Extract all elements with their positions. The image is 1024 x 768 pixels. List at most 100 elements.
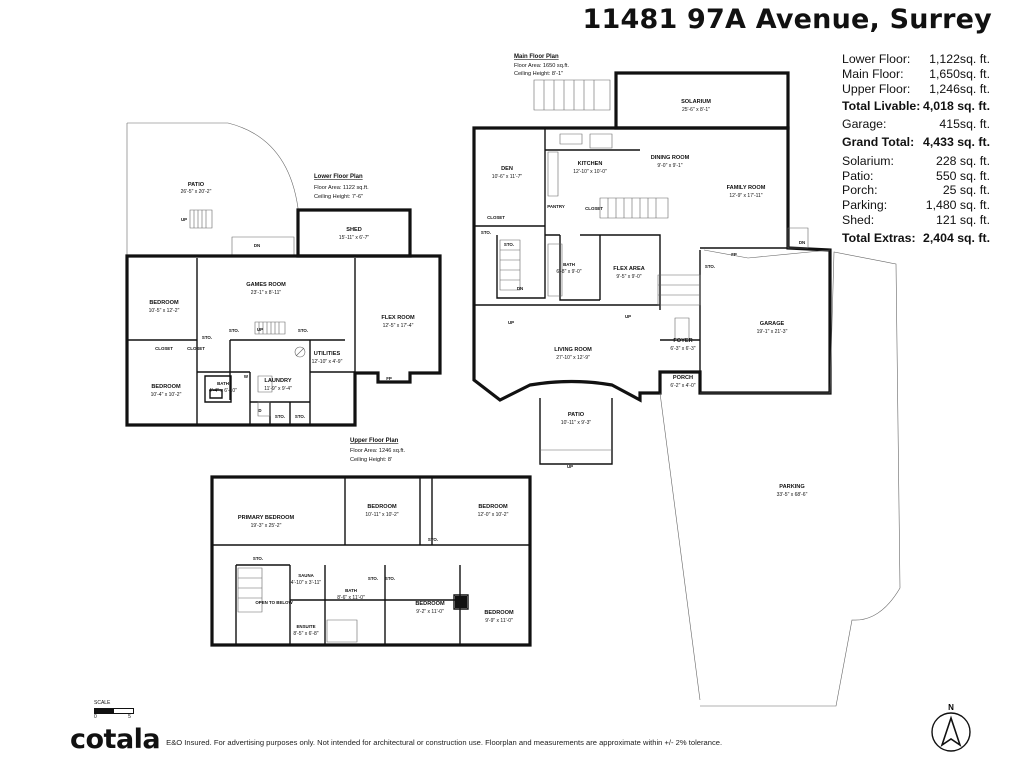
main-plan-area: Floor Area: 1650 sq.ft. <box>514 63 569 69</box>
area-label: Main Floor: <box>842 66 904 81</box>
room-name-bath-lower: BATH <box>217 381 229 386</box>
room-name-kitchen: KITCHEN <box>578 161 603 167</box>
label-dryer: D <box>258 408 261 413</box>
label-sto: STO. <box>202 335 212 340</box>
room-name-flex-lower: FLEX ROOM <box>381 315 415 321</box>
lower-floor-outline <box>125 254 442 427</box>
lower-interior-walls <box>127 258 378 425</box>
area-label: Total Livable: <box>842 99 921 114</box>
disclaimer-text: E&O Insured. For advertising purposes on… <box>166 738 723 747</box>
area-label: Total Extras: <box>842 230 916 245</box>
label-sto: STO. <box>481 230 491 235</box>
compass-icon: N <box>931 703 971 752</box>
room-name-dining: DINING ROOM <box>651 155 690 161</box>
foyer-mat <box>674 317 690 341</box>
area-value: 121 sq. ft. <box>935 212 990 227</box>
room-name-ensuite: ENSUITE <box>296 624 315 629</box>
room-name-porch: PORCH <box>673 375 693 381</box>
room-name-garage: GARAGE <box>760 321 785 327</box>
scale-start: 0 <box>94 714 97 720</box>
label-closet: CLOSET <box>187 346 205 351</box>
label-open-below: OPEN TO BELOW <box>255 600 293 605</box>
room-dim-foyer: 6'-3" x 6'-3" <box>670 346 695 352</box>
label-fp: FP <box>731 252 737 257</box>
area-value: 25 sq. ft. <box>942 183 990 198</box>
room-dim-bed-lower1: 10'-5" x 12'-2" <box>149 308 180 314</box>
label-up: UP <box>508 320 514 325</box>
room-dim-bed-up1: 10'-11" x 10'-2" <box>365 512 398 518</box>
area-value: 4,018 sq. ft. <box>923 99 990 114</box>
label-up: UP <box>257 327 263 332</box>
area-value: 4,433 sq. ft. <box>923 134 990 149</box>
area-label: Garage: <box>842 117 887 132</box>
room-dim-patio-main: 10'-11" x 9'-3" <box>561 420 592 426</box>
lower-bath-fixtures <box>204 375 232 403</box>
label-up: UP <box>181 217 187 222</box>
area-row-porch: Porch: 25 sq. ft. <box>842 183 990 198</box>
room-name-shed: SHED <box>346 227 362 233</box>
main-bath-tub <box>547 243 563 297</box>
label-sto: STO. <box>428 537 438 542</box>
room-dim-laundry: 11'-9" x 9'-4" <box>264 386 292 392</box>
room-dim-bed-lower2: 10'-4" x 10'-2" <box>151 392 182 398</box>
label-sto: STO. <box>368 576 378 581</box>
room-name-primary: PRIMARY BEDROOM <box>238 515 295 521</box>
kitchen-side-counter <box>547 151 559 197</box>
upper-floor-outline <box>210 475 532 647</box>
area-value: 2,404 sq. ft. <box>923 230 990 245</box>
room-dim-flex-main: 9'-5" x 9'-0" <box>616 274 641 280</box>
scale-label: SCALE <box>94 700 111 706</box>
label-up: UP <box>625 314 631 319</box>
room-name-laundry: LAUNDRY <box>264 378 291 384</box>
area-value: 1,122sq. ft. <box>929 52 990 66</box>
room-dim-ensuite: 8'-5" x 6'-8" <box>293 631 318 637</box>
upper-interior-walls <box>212 477 530 645</box>
compass-north-label: N <box>948 703 954 712</box>
area-row-solarium: Solarium:228 sq. ft. <box>842 154 990 169</box>
scale-end: 5 <box>128 714 131 720</box>
area-value: 1,650sq. ft. <box>929 66 990 81</box>
room-name-games: GAMES ROOM <box>246 282 286 288</box>
lower-floor-plan <box>125 122 442 427</box>
room-dim-bath-lower: 4'-4" x 6'-10" <box>209 388 237 394</box>
main-interior-walls <box>474 128 788 393</box>
label-sto: STO. <box>229 328 239 333</box>
area-row-lower: Lower Floor: 1,122sq. ft. <box>842 52 990 67</box>
main-down-stair <box>499 239 521 291</box>
area-label: Grand Total: <box>842 134 915 149</box>
footer: cotala E&O Insured. For advertising purp… <box>70 724 722 755</box>
brand-logo: cotala <box>70 724 161 755</box>
upper-plan-area: Floor Area: 1246 sq.ft. <box>350 448 405 454</box>
room-dim-bath-up: 8'-6" x 11'-0" <box>337 595 365 601</box>
room-dim-garage: 19'-1" x 21'-3" <box>757 329 788 335</box>
area-label: Parking: <box>842 198 888 213</box>
room-dim-primary: 19'-3" x 25'-2" <box>251 523 282 529</box>
room-name-bed-up4: BEDROOM <box>484 610 514 616</box>
room-dim-family: 12'-9" x 17'-11" <box>729 193 762 199</box>
area-label: Porch: <box>842 183 878 198</box>
main-plan-heading: Main Floor Plan <box>514 54 559 60</box>
label-dn: DN <box>517 286 523 291</box>
area-row-upper: Upper Floor:1,246sq. ft. <box>842 82 990 97</box>
room-dim-bed-up2: 12'-0" x 10'-2" <box>478 512 509 518</box>
area-value: 550 sq. ft. <box>935 168 990 183</box>
label-closet: CLOSET <box>487 215 505 220</box>
laundry-appliances <box>257 375 273 417</box>
area-label: Upper Floor: <box>842 81 911 96</box>
room-dim-bed-up4: 9'-9" x 11'-0" <box>485 618 513 624</box>
label-sto: STO. <box>275 414 285 419</box>
label-closet: CLOSET <box>155 346 173 351</box>
room-name-bed-lower1: BEDROOM <box>149 300 179 306</box>
room-name-bed-up1: BEDROOM <box>367 504 397 510</box>
area-label: Lower Floor: <box>842 52 911 66</box>
upper-chimney-fill <box>455 596 467 608</box>
area-row-shed: Shed:121 sq. ft. <box>842 213 990 228</box>
lower-plan-heading: Lower Floor Plan <box>314 174 363 180</box>
lower-plan-ceiling: Ceiling Height: 7'-6" <box>314 194 363 200</box>
room-name-patio-lower: PATIO <box>188 182 205 188</box>
upper-bath-tub <box>326 619 358 643</box>
label-fp: FP <box>386 376 392 381</box>
room-name-parking: PARKING <box>779 484 804 490</box>
upper-stair <box>237 567 263 613</box>
lower-stair <box>254 321 286 335</box>
